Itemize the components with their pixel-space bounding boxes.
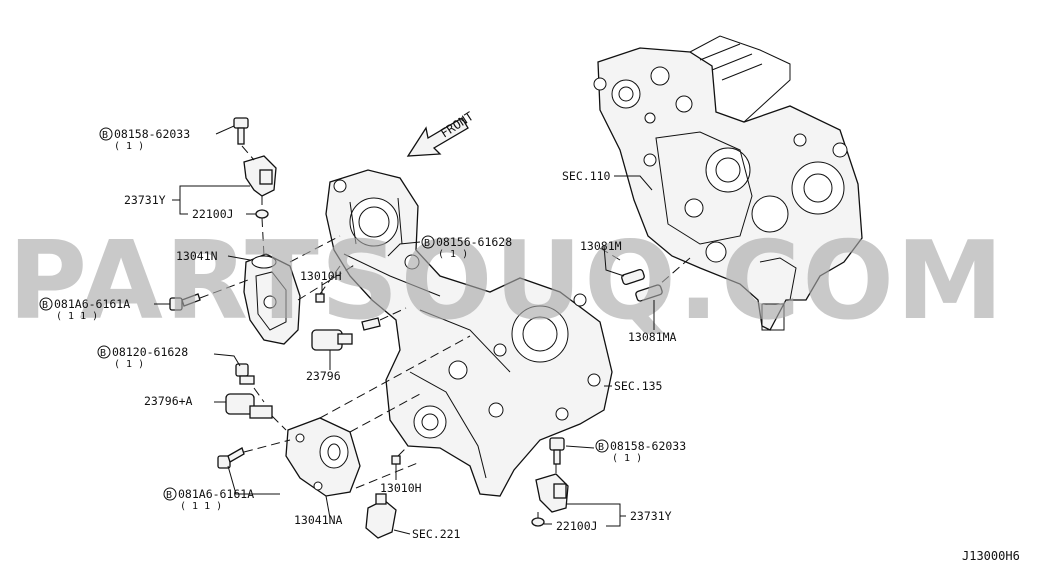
callout-bolt-08120-61628: B 08120-61628 ( 1 )	[97, 345, 188, 370]
plug-lower	[391, 455, 401, 465]
label-13010H-upper: 13010H	[300, 269, 342, 283]
bolt-symbol: B	[102, 130, 108, 141]
camshaft-sensor-left	[243, 155, 277, 197]
quantity: ( 1 )	[612, 453, 642, 464]
part-number: 08158-62033	[114, 127, 190, 141]
quantity: ( 1 )	[114, 359, 144, 370]
engine-block-illustration	[593, 35, 863, 331]
part-number: 081A6-6161A	[54, 297, 130, 311]
label-22100J-left: 22100J	[192, 207, 234, 221]
alignment-lines	[199, 145, 691, 518]
label-23731Y-left: 23731Y	[124, 193, 166, 207]
cam-cover-lower	[285, 417, 361, 497]
cam-cover-left	[243, 253, 301, 345]
sensor-sec221	[365, 493, 397, 539]
callout-bolt-08158-62033-right: B 08158-62033 ( 1 )	[595, 439, 686, 464]
quantity: ( 1 1 )	[56, 311, 98, 322]
label-13041NA: 13041NA	[294, 513, 343, 527]
watermark-text: PARTSOUQ.COM	[8, 219, 1005, 344]
bolt-top-left	[233, 117, 249, 145]
part-number: 08156-61628	[436, 235, 512, 249]
bolt-symbol: B	[42, 300, 48, 311]
seal-ring-right	[531, 517, 545, 527]
front-direction-indicator: FRONT	[406, 109, 476, 157]
quantity: ( 1 1 )	[180, 501, 222, 512]
diagram-reference-code: J13000H6	[962, 549, 1020, 563]
part-number: 08158-62033	[610, 439, 686, 453]
dowel-13081M	[621, 268, 645, 286]
dowel-13081MA	[635, 284, 663, 302]
label-sec110: SEC.110	[562, 169, 611, 183]
leader-lines	[154, 125, 655, 535]
label-13041N: 13041N	[176, 249, 218, 263]
bolt-08120	[235, 363, 255, 385]
label-sec135: SEC.135	[614, 379, 662, 393]
quantity: ( 1 )	[114, 141, 144, 152]
seal-ring-left	[255, 209, 269, 219]
callout-bolt-081A6-6161A-upper: B 081A6-6161A ( 1 1 )	[39, 297, 130, 322]
solenoid-valve-23796	[311, 317, 381, 351]
bolt-symbol: B	[100, 348, 106, 359]
camshaft-sensor-right	[535, 473, 569, 513]
part-number: 081A6-6161A	[178, 487, 254, 501]
label-23731Y-right: 23731Y	[630, 509, 672, 523]
label-13081MA: 13081MA	[628, 330, 677, 344]
bolt-symbol: B	[166, 490, 172, 501]
callout-bolt-081A6-6161A-lower: B 081A6-6161A ( 1 1 )	[163, 487, 254, 512]
solenoid-valve-23796-A	[225, 393, 273, 419]
bolt-right	[549, 437, 565, 465]
callout-bolt-08156-61628: B 08156-61628 ( 1 )	[421, 235, 512, 260]
label-sec221: SEC.221	[412, 527, 461, 541]
callout-bolt-08158-62033-top: B 08158-62033 ( 1 )	[99, 127, 190, 152]
timing-cover-illustration	[325, 169, 613, 497]
label-23796-A: 23796+A	[144, 394, 193, 408]
bolt-symbol: B	[424, 238, 430, 249]
label-13010H-lower: 13010H	[380, 481, 422, 495]
quantity: ( 1 )	[438, 249, 468, 260]
part-number: 08120-61628	[112, 345, 188, 359]
label-23796: 23796	[306, 369, 341, 383]
label-13081M: 13081M	[580, 239, 622, 253]
front-label: FRONT	[438, 109, 476, 140]
label-22100J-right: 22100J	[556, 519, 598, 533]
bolt-081A6-lower	[217, 447, 245, 469]
bolt-symbol: B	[598, 442, 604, 453]
